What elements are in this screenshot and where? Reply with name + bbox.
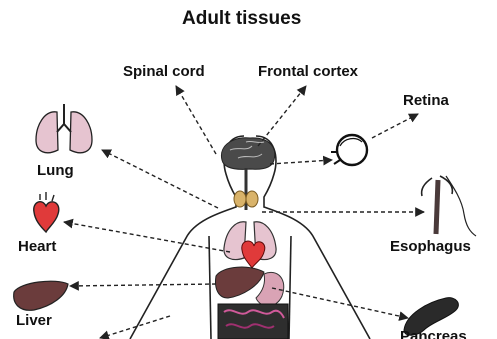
- eye-icon: [331, 135, 367, 165]
- heart-icon: [34, 192, 59, 232]
- brain-icon: [221, 138, 274, 170]
- label-liver: Liver: [16, 313, 52, 328]
- label-pancreas: Pancreas: [400, 329, 467, 339]
- arrow-group: [64, 86, 424, 338]
- label-heart: Heart: [18, 239, 56, 254]
- intestine-icon: [218, 304, 288, 339]
- label-esophagus: Esophagus: [390, 239, 471, 254]
- arrow-retina-label: [372, 114, 418, 138]
- page-title: Adult tissues: [182, 9, 301, 28]
- arrow-frontal-cortex: [258, 86, 306, 146]
- arrow-spinal-cord: [176, 86, 216, 154]
- label-lung: Lung: [37, 163, 74, 178]
- arrow-lung: [102, 150, 218, 208]
- body-liver-icon: [216, 267, 265, 298]
- label-spinal-cord: Spinal cord: [123, 64, 205, 79]
- lung-icon: [36, 104, 92, 153]
- label-frontal-cortex: Frontal cortex: [258, 64, 358, 79]
- body-heart-icon: [242, 241, 265, 268]
- arrow-pancreas: [272, 288, 408, 318]
- arrow-lower-left: [100, 316, 170, 338]
- arrow-retina-eye: [270, 160, 332, 164]
- arrow-liver: [70, 284, 216, 286]
- label-retina: Retina: [403, 93, 449, 108]
- liver-icon: [14, 281, 68, 310]
- esophagus-icon: [422, 176, 476, 236]
- arrow-heart: [64, 222, 230, 252]
